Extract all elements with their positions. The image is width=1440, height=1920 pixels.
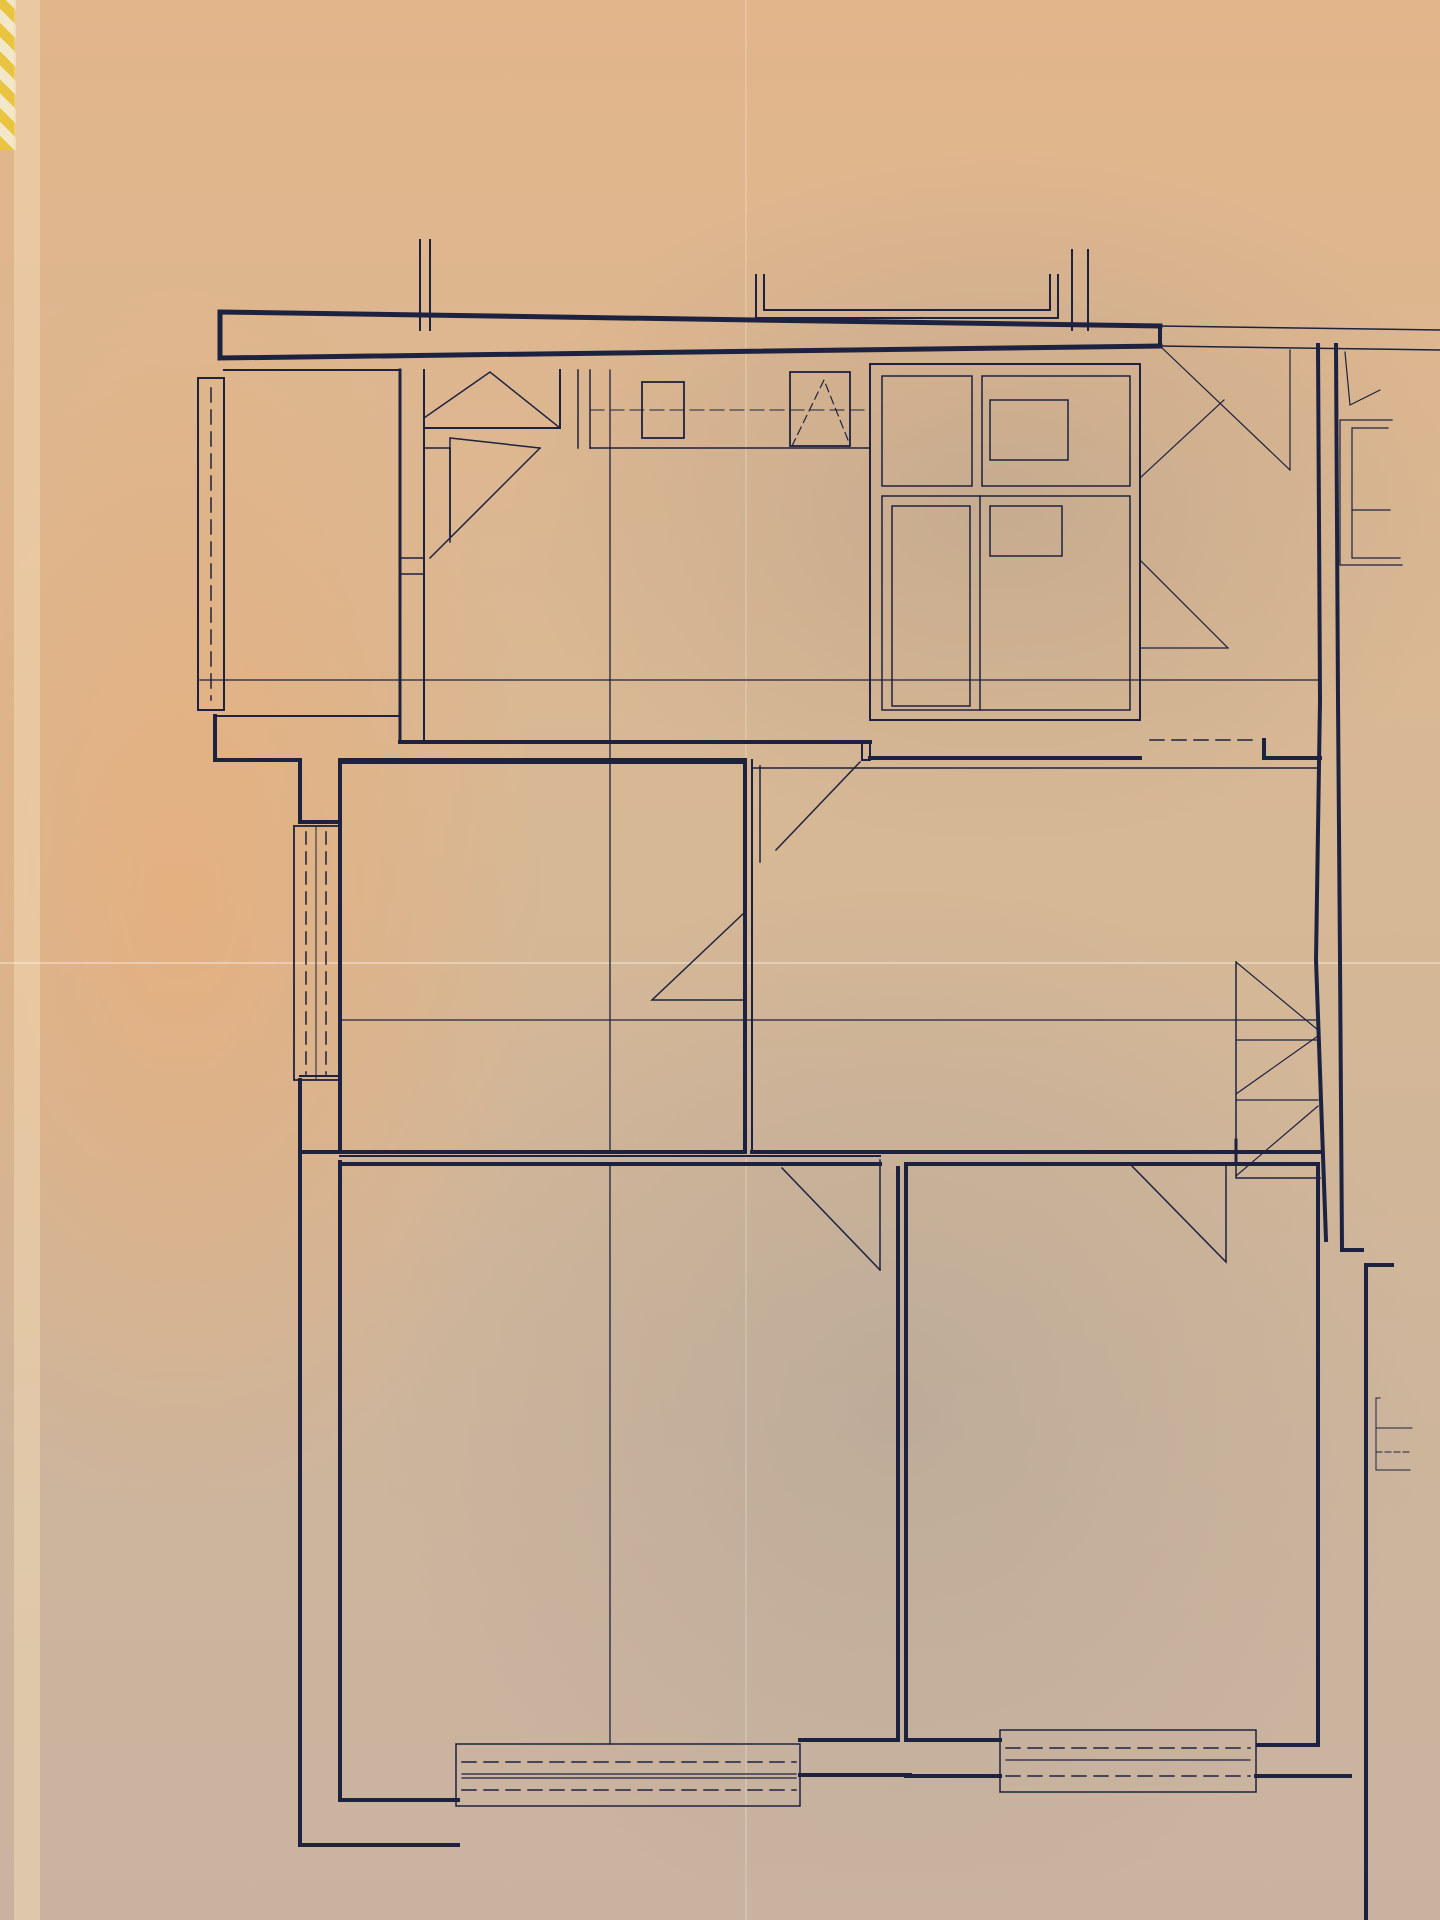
paper-fold-horizontal	[0, 962, 1440, 964]
table-cloth-edge	[0, 0, 16, 150]
paper-edge	[14, 0, 40, 1920]
